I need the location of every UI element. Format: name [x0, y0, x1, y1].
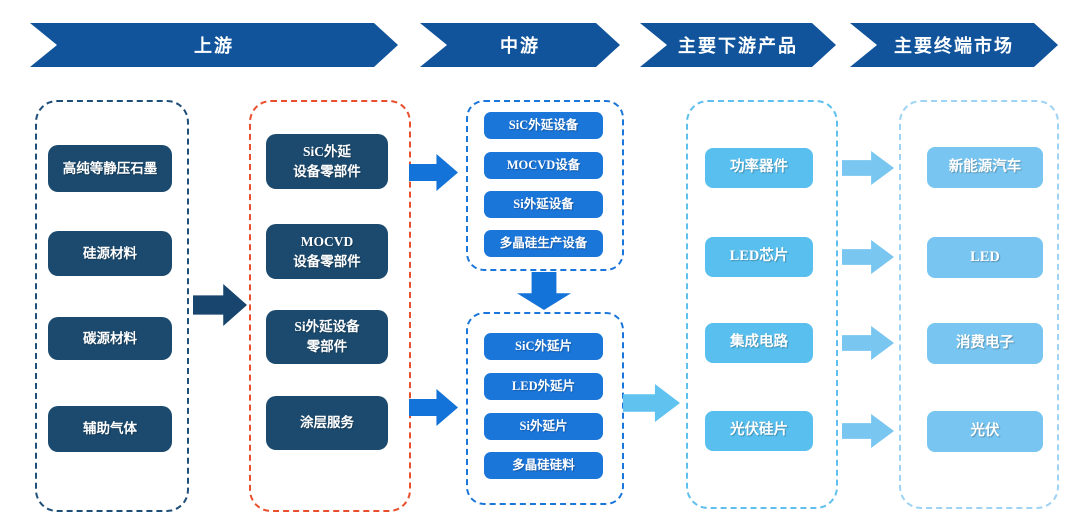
- arrow-power-to-nev-icon: [842, 151, 894, 185]
- group-end-markets: [899, 100, 1059, 509]
- arrow-wafers-to-products-icon: [623, 384, 680, 422]
- header-downstream-products: 主要下游产品: [640, 23, 836, 67]
- arrow-coating-to-wafers-icon: [409, 389, 458, 426]
- arrow-materials-to-components-icon: [193, 284, 247, 326]
- pill-coating-service: 涂层服务: [266, 396, 388, 450]
- arrow-components-to-equipment-icon: [409, 154, 458, 191]
- pill-led-epiwafer: LED外延片: [484, 373, 603, 400]
- pill-si-epitaxy-equipment: Si外延设备: [484, 191, 603, 218]
- pill-auxiliary-gas: 辅助气体: [48, 406, 172, 452]
- pill-polysilicon-material: 多晶硅硅料: [484, 452, 603, 479]
- header-midstream: 中游: [420, 23, 620, 67]
- pill-led-chips: LED芯片: [705, 237, 813, 277]
- pill-consumer-electronics: 消费电子: [927, 323, 1043, 364]
- pill-si-epitaxy-parts: Si外延设备 零部件: [266, 310, 388, 364]
- pill-carbon-source-material: 碳源材料: [48, 317, 172, 360]
- group-downstream-products: [686, 100, 838, 509]
- arrow-equipment-to-wafers-icon: [517, 272, 571, 310]
- pill-integrated-circuits: 集成电路: [705, 323, 813, 363]
- pill-new-energy-vehicles: 新能源汽车: [927, 147, 1043, 188]
- pill-mocvd-parts: MOCVD 设备零部件: [266, 224, 388, 279]
- pill-si-epiwafer: Si外延片: [484, 413, 603, 440]
- arrow-ic-to-consumer-icon: [842, 326, 894, 360]
- group-upstream-materials: [35, 100, 189, 512]
- pill-pv-silicon-wafers: 光伏硅片: [705, 411, 813, 451]
- pill-power-devices: 功率器件: [705, 148, 813, 188]
- pill-mocvd-equipment: MOCVD设备: [484, 152, 603, 179]
- header-end-markets: 主要终端市场: [850, 23, 1058, 67]
- arrow-ledchip-to-led-icon: [842, 240, 894, 274]
- header-upstream: 上游: [30, 23, 398, 67]
- pill-led-market: LED: [927, 237, 1043, 278]
- pill-sic-epitaxy-equipment: SiC外延设备: [484, 112, 603, 139]
- pill-polysilicon-equipment: 多晶硅生产设备: [484, 230, 603, 257]
- group-midstream-equipment: [466, 100, 624, 271]
- group-upstream-components: [249, 100, 411, 512]
- arrow-pvwafer-to-pv-icon: [842, 414, 894, 448]
- pill-high-purity-graphite: 高纯等静压石墨: [48, 145, 172, 192]
- pill-silicon-source-material: 硅源材料: [48, 231, 172, 276]
- pill-sic-epitaxy-parts: SiC外延 设备零部件: [266, 134, 388, 189]
- pill-photovoltaics: 光伏: [927, 411, 1043, 452]
- pill-sic-epiwafer: SiC外延片: [484, 333, 603, 360]
